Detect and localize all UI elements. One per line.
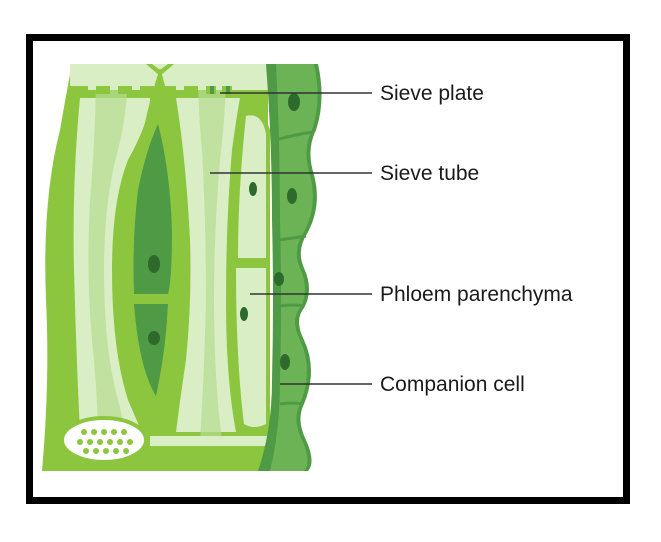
label-companion-cell: Companion cell — [380, 373, 525, 396]
phloem-tissue — [42, 64, 322, 471]
nucleus-icon — [148, 255, 160, 273]
leader-lines — [210, 92, 372, 385]
nucleus-icon — [240, 307, 248, 321]
sieve-tube-center-column — [198, 70, 226, 440]
sieve-plate-pores — [210, 86, 230, 94]
spindle-cell-inner-lower — [134, 304, 168, 396]
companion-cell-walls — [275, 130, 315, 406]
top-band — [70, 64, 268, 90]
label-sieve-tube: Sieve tube — [380, 162, 479, 185]
nucleus-icon — [148, 331, 160, 345]
label-phloem-parenchyma: Phloem parenchyma — [380, 283, 573, 306]
nucleus-icon — [249, 182, 257, 196]
nucleus-icon — [287, 188, 297, 204]
bottom-band — [150, 436, 270, 446]
companion-cell-shade — [270, 64, 318, 471]
sieve-tube-left-column — [88, 70, 128, 440]
bottom-sieve-pores — [77, 429, 133, 454]
nucleus-icon — [288, 93, 300, 111]
spindle-branch — [146, 64, 174, 76]
label-sieve-plate: Sieve plate — [380, 82, 484, 105]
bottom-sieve-plate-rim — [60, 416, 148, 464]
spindle-cell-inner — [133, 124, 172, 294]
nucleus-icon — [274, 272, 284, 286]
nucleus-icon — [280, 354, 290, 370]
